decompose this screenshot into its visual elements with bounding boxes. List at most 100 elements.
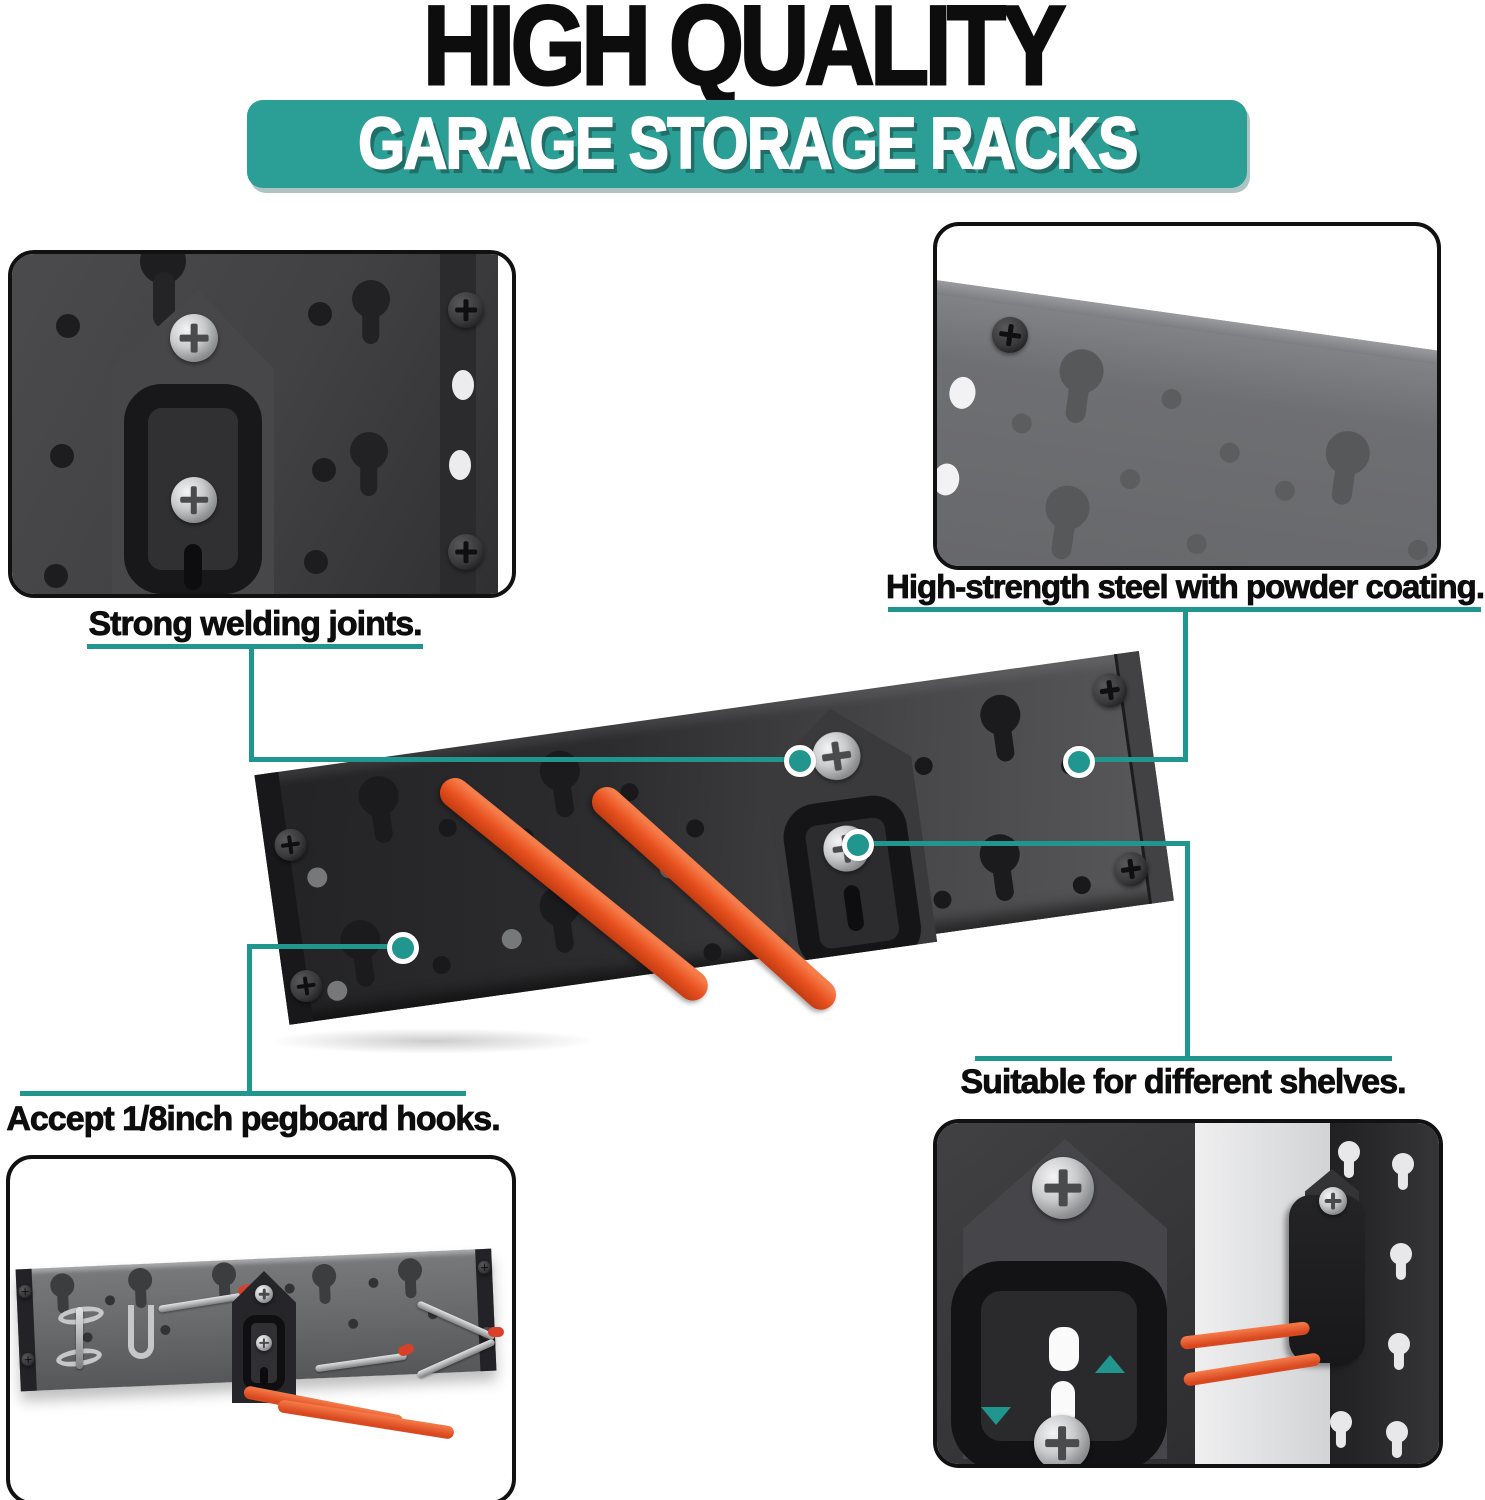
orange-hook-prong xyxy=(276,1399,455,1440)
keyhole xyxy=(1330,1411,1352,1433)
screw xyxy=(170,314,218,362)
round-hole xyxy=(56,314,80,338)
callout-label-shelves: Suitable for different shelves. xyxy=(960,1063,1407,1102)
adjust-slot xyxy=(260,1367,268,1385)
round-hole xyxy=(913,755,934,777)
banner: GARAGE STORAGE RACKS xyxy=(247,100,1247,188)
arrow-down-icon xyxy=(981,1407,1011,1425)
through-hole xyxy=(937,461,962,498)
hook-bracket xyxy=(232,1271,296,1403)
callout-line-steel-v xyxy=(1183,612,1188,760)
inset-pegboard-photo xyxy=(6,1155,516,1500)
callout-dot-steel xyxy=(1063,746,1095,778)
keyhole xyxy=(211,1261,237,1287)
screw xyxy=(255,1285,273,1303)
screw xyxy=(1319,1187,1347,1215)
callout-underline-steel xyxy=(888,607,1481,612)
through-hole xyxy=(452,370,474,400)
adjust-slot xyxy=(184,544,202,590)
hook-red-tip xyxy=(488,1327,504,1337)
bracket-closeup xyxy=(937,1123,1195,1464)
keyhole xyxy=(977,831,1023,877)
callout-label-pegboard: Accept 1/8inch pegboard hooks. xyxy=(6,1100,501,1139)
round-hole xyxy=(437,817,458,839)
callout-line-welding-v xyxy=(249,649,254,761)
callout-line-welding-h xyxy=(249,757,796,762)
keyhole xyxy=(1390,1243,1412,1265)
through-hole xyxy=(947,375,978,411)
hook-loop xyxy=(779,791,925,975)
keyhole xyxy=(49,1272,75,1298)
page-title-text: HIGH QUALITY xyxy=(422,0,1068,108)
screw xyxy=(1034,1415,1090,1464)
callout-line-pegboard-h xyxy=(252,944,404,949)
banner-text: GARAGE STORAGE RACKS xyxy=(357,103,1139,185)
round-hole xyxy=(312,458,336,482)
screw xyxy=(448,534,484,570)
through-hole xyxy=(937,548,946,566)
inset-steel-photo xyxy=(933,222,1441,570)
round-hole xyxy=(684,818,706,839)
keyhole xyxy=(1042,482,1093,533)
callout-label-steel: High-strength steel with powder coating. xyxy=(885,568,1485,606)
round-hole xyxy=(104,1295,116,1306)
through-hole xyxy=(325,979,349,1003)
through-hole xyxy=(500,927,524,951)
callout-underline-shelves xyxy=(975,1056,1392,1061)
keyhole xyxy=(1338,1141,1360,1163)
keyhole xyxy=(337,917,384,963)
round-hole xyxy=(1406,538,1430,562)
round-hole xyxy=(1010,412,1034,435)
keyhole-slot xyxy=(153,272,175,328)
callout-line-shelves-h xyxy=(860,841,1190,846)
round-hole xyxy=(431,954,452,976)
keyhole xyxy=(977,692,1023,738)
round-hole xyxy=(1218,441,1241,464)
keyhole xyxy=(127,1267,153,1293)
keyhole xyxy=(1386,1421,1408,1443)
keyhole xyxy=(1322,428,1373,478)
background xyxy=(498,254,512,594)
callout-line-pegboard-v xyxy=(247,944,252,1096)
round-hole xyxy=(50,444,74,468)
round-hole xyxy=(1273,479,1297,503)
adjust-hole xyxy=(1049,1327,1079,1371)
callout-line-steel-h xyxy=(1089,757,1188,762)
round-hole xyxy=(82,1332,93,1343)
keyhole xyxy=(537,748,583,794)
round-hole xyxy=(308,302,332,326)
screw xyxy=(171,477,217,523)
keyhole xyxy=(350,432,388,470)
keyhole xyxy=(1392,1153,1414,1175)
callout-dot-shelves xyxy=(842,829,874,861)
callout-label-welding: Strong welding joints. xyxy=(88,605,423,644)
screw xyxy=(256,1335,272,1351)
inset-shelves-photo xyxy=(933,1119,1443,1468)
callout-underline-welding xyxy=(87,644,423,649)
round-hole xyxy=(1185,532,1208,556)
keyhole xyxy=(311,1263,337,1289)
keyhole xyxy=(355,773,402,819)
hook-stem xyxy=(76,1307,83,1369)
round-hole xyxy=(1071,874,1092,896)
screw xyxy=(1032,1157,1094,1219)
round-hole xyxy=(932,889,953,910)
screw xyxy=(989,314,1031,356)
round-hole xyxy=(284,1283,295,1294)
keyhole xyxy=(397,1257,423,1283)
keyhole xyxy=(1388,1333,1410,1355)
callout-dot-pegboard xyxy=(387,932,419,964)
steel-plate xyxy=(937,278,1437,566)
keyhole xyxy=(1056,346,1107,397)
mount-bracket xyxy=(756,698,937,962)
hook-loop xyxy=(243,1315,285,1391)
callout-line-shelves-v xyxy=(1185,841,1190,1061)
screw xyxy=(448,292,484,328)
round-hole xyxy=(1118,467,1142,491)
page-title: HIGH QUALITY xyxy=(0,0,1485,108)
round-hole xyxy=(304,550,328,574)
product-strip xyxy=(254,650,1174,1025)
round-hole xyxy=(44,564,68,588)
round-hole xyxy=(702,942,723,963)
inset-welding-photo xyxy=(8,250,516,598)
